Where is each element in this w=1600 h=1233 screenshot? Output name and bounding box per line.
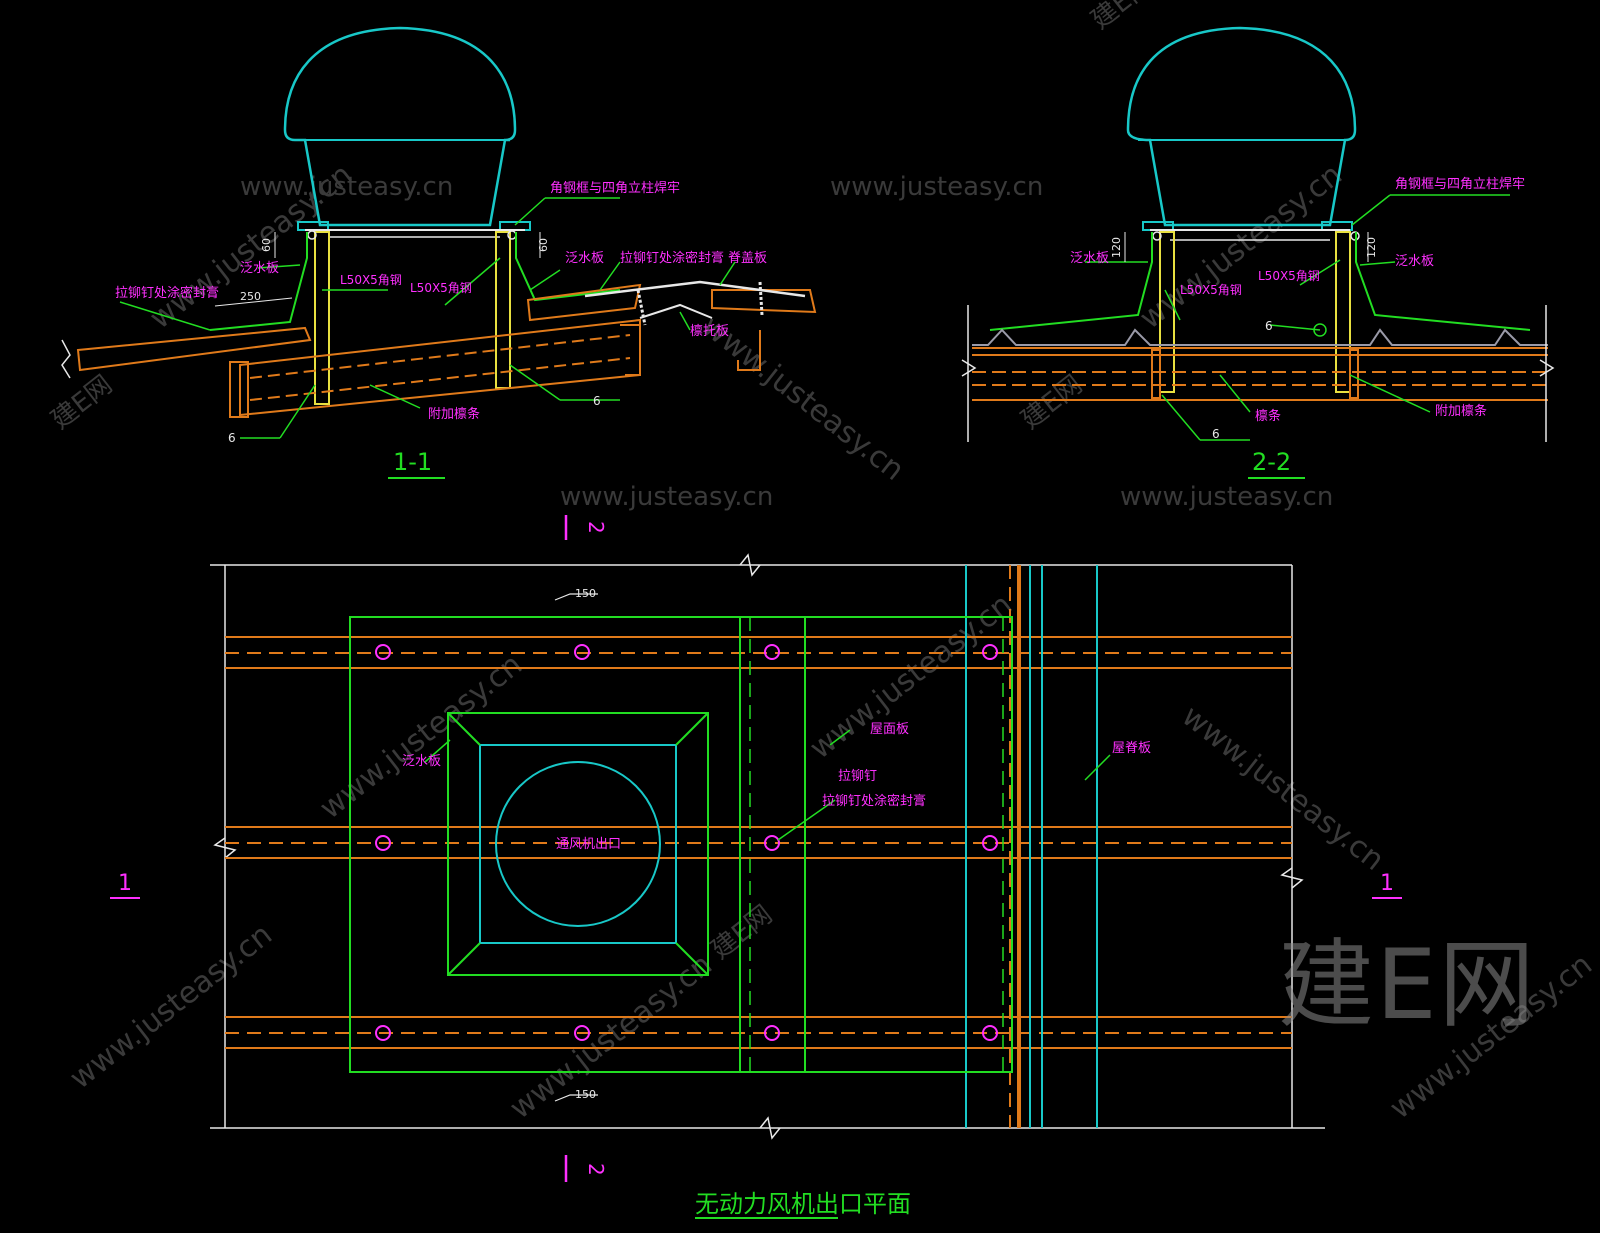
label-ridge-cap: 脊盖板	[728, 251, 767, 266]
watermark-tile: 建E网	[706, 900, 778, 966]
post-right	[495, 231, 511, 389]
flashing-right	[515, 232, 621, 302]
label-flashing-left: 泛水板	[240, 261, 279, 276]
flashing-left	[209, 232, 308, 331]
watermark-tile: 建E网	[46, 370, 118, 436]
label-rivet-sealant: 拉铆钉处涂密封膏	[620, 250, 724, 266]
section-1-1: 角钢框与四角立柱焊牢 泛水板 拉铆钉处涂密封膏 L50X5角钢 L50X5角钢 …	[61, 26, 817, 479]
label-weld-a-2: 6	[1265, 319, 1273, 333]
watermark-tile: www.justeasy.cn	[1133, 157, 1348, 336]
watermark-tile: 建E网	[1016, 370, 1088, 436]
outlet-inner-frame	[479, 744, 677, 944]
label-purlin-2: 檩条	[1255, 408, 1281, 424]
label-plan-rivet-sealant: 拉铆钉处涂密封膏	[822, 793, 926, 809]
label-flashing-right: 泛水板	[565, 251, 604, 266]
label-angle-left-2: L50X5角钢	[1180, 283, 1242, 297]
outlet-outer-frame	[447, 712, 709, 976]
outlet-circle	[495, 761, 661, 927]
roof-panel-left	[76, 326, 312, 372]
label-flashing-left-2: 泛水板	[1070, 251, 1109, 266]
flashing-right-2	[1355, 232, 1531, 331]
flashing-left-2	[989, 232, 1153, 331]
section-mark-left: 1	[118, 871, 132, 896]
label-plan-roof-panel: 屋面板	[870, 722, 909, 737]
ridge-cap	[584, 280, 806, 298]
post-left-2	[1159, 231, 1175, 393]
post-right-2	[1335, 231, 1351, 393]
watermark-tile: www.justeasy.cn	[240, 172, 453, 202]
section-2-2: 角钢框与四角立柱焊牢 泛水板 泛水板 L50X5角钢 L50X5角钢 檩条 附加…	[961, 26, 1555, 479]
watermark-tile: 建E网	[1086, 0, 1158, 36]
label-plan-rivet: 拉铆钉	[838, 769, 877, 784]
label-weld-b: 6	[228, 431, 236, 445]
dim-d3: 250	[240, 290, 261, 303]
label-plan-outlet: 通风机出口	[556, 837, 621, 852]
dim-d1: 60	[260, 238, 273, 252]
roof-panel-right	[711, 289, 817, 314]
plan-view: 泛水板 通风机出口 屋面板 拉铆钉 拉铆钉处涂密封膏 屋脊板 150 150 1…	[110, 515, 1402, 1219]
flashing-outline	[349, 616, 1013, 1073]
watermark-tile: www.justeasy.cn	[63, 917, 278, 1096]
watermark-tile: www.justeasy.cn	[1175, 699, 1390, 878]
label-weld-a: 6	[593, 394, 601, 408]
plan-title: 无动力风机出口平面	[695, 1190, 911, 1218]
section-mark-top: 2	[584, 521, 608, 534]
roof-panel-mid	[526, 283, 642, 322]
watermark-logo: 建E网	[1278, 929, 1537, 1041]
label-weld-b-2: 6	[1212, 427, 1220, 441]
ventilator-dome	[283, 26, 517, 227]
watermark-tile: www.justeasy.cn	[560, 482, 773, 512]
post-left	[314, 231, 330, 405]
label-extra-purlin-2: 附加檩条	[1435, 403, 1487, 419]
dim-2-d1: 120	[1110, 237, 1123, 258]
label-plan-eave-panel: 屋脊板	[1112, 741, 1151, 756]
section-2-2-title: 2-2	[1252, 448, 1291, 476]
section-1-1-title: 1-1	[393, 448, 432, 476]
label-angle-left: L50X5角钢	[340, 273, 402, 287]
label-angle-right: L50X5角钢	[410, 281, 472, 295]
watermark-tile: www.justeasy.cn	[1120, 482, 1333, 512]
label-flashing-right-2: 泛水板	[1395, 254, 1434, 269]
label-top-note-2: 角钢框与四角立柱焊牢	[1395, 176, 1525, 192]
roof-profile-2	[972, 328, 1548, 346]
label-plan-flashing: 泛水板	[402, 754, 441, 769]
label-angle-right-2: L50X5角钢	[1258, 269, 1320, 283]
watermark-tile: www.justeasy.cn	[313, 647, 528, 826]
watermark-tile: www.justeasy.cn	[830, 172, 1043, 202]
section-mark-bottom: 2	[584, 1163, 608, 1176]
dim-d2: 60	[537, 238, 550, 252]
dim-2-d2: 120	[1365, 237, 1378, 258]
rivet-holes	[375, 644, 998, 1041]
label-top-note: 角钢框与四角立柱焊牢	[550, 180, 680, 196]
label-purlin-support: 檩托板	[690, 324, 729, 339]
section-mark-right: 1	[1380, 871, 1394, 896]
watermark-tile: www.justeasy.cn	[803, 587, 1018, 766]
purlin-bands	[225, 565, 1292, 1128]
label-extra-purlin: 附加檩条	[428, 406, 480, 422]
label-sealant-left: 拉铆钉处涂密封膏	[115, 285, 219, 301]
